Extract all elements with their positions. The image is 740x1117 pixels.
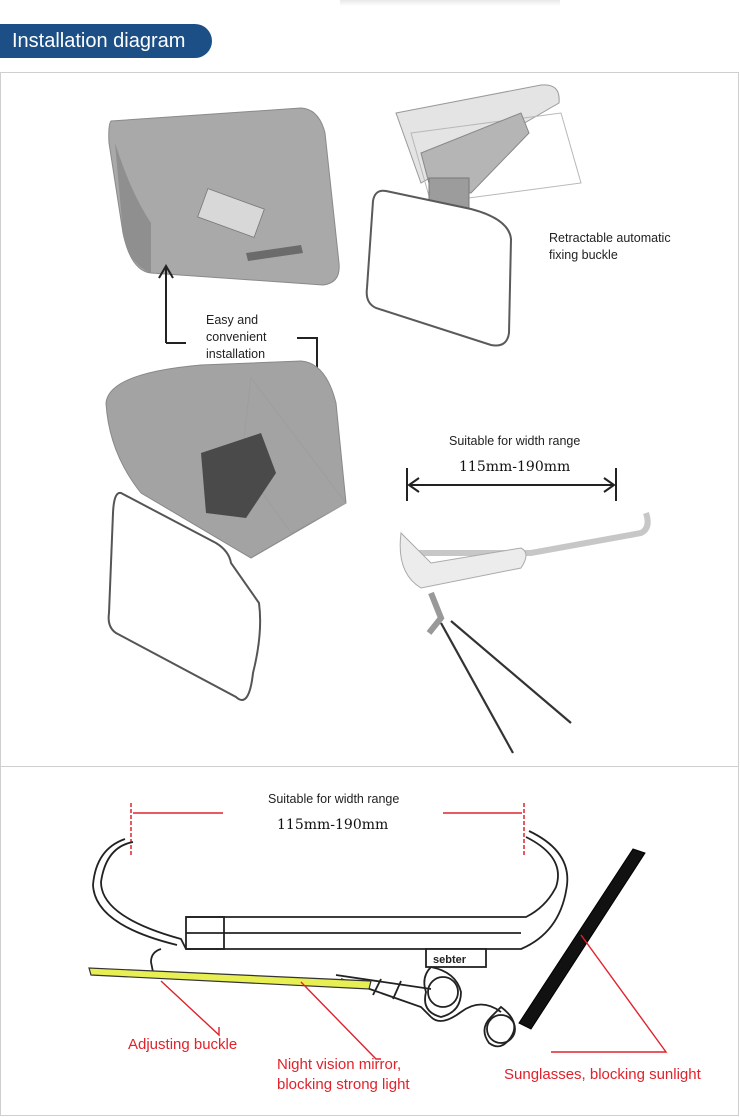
adjusting-buckle-label: Adjusting buckle (128, 1036, 237, 1053)
clip-diagram-panel: Suitable for width range 115mm-190mm (0, 766, 739, 1116)
installation-steps-illustration: Easy and convenient installation Retract… (1, 73, 738, 766)
clip-rod-image (400, 513, 648, 753)
clip-body (93, 831, 567, 1046)
top-fade (340, 0, 560, 6)
bottom-width-label: Suitable for width range (268, 792, 399, 806)
clip-with-lens-image (367, 85, 581, 346)
top-width-label: Suitable for width range (449, 434, 580, 448)
section-header: Installation diagram (0, 24, 212, 58)
night-vision-label-line1: Night vision mirror, (277, 1056, 401, 1073)
night-vision-lens (89, 968, 371, 989)
retractable-line2: fixing buckle (549, 248, 618, 262)
brand-label: sebter (433, 954, 467, 966)
section-title: Installation diagram (12, 30, 185, 52)
retractable-line1: Retractable automatic (549, 231, 671, 245)
sun-visor-image (109, 108, 339, 285)
night-vision-label-line2: blocking strong light (277, 1076, 410, 1093)
bottom-width-range: 115mm-190mm (277, 817, 388, 833)
easy-install-line1: Easy and (206, 313, 258, 327)
sunglasses-label: Sunglasses, blocking sunlight (504, 1066, 702, 1083)
installation-steps-panel: Easy and convenient installation Retract… (0, 72, 739, 767)
clip-diagram: Suitable for width range 115mm-190mm (1, 767, 738, 1115)
installed-visor-image (106, 361, 346, 700)
easy-install-line3: installation (206, 347, 265, 361)
top-width-range: 115mm-190mm (459, 459, 570, 475)
easy-install-line2: convenient (206, 330, 267, 344)
